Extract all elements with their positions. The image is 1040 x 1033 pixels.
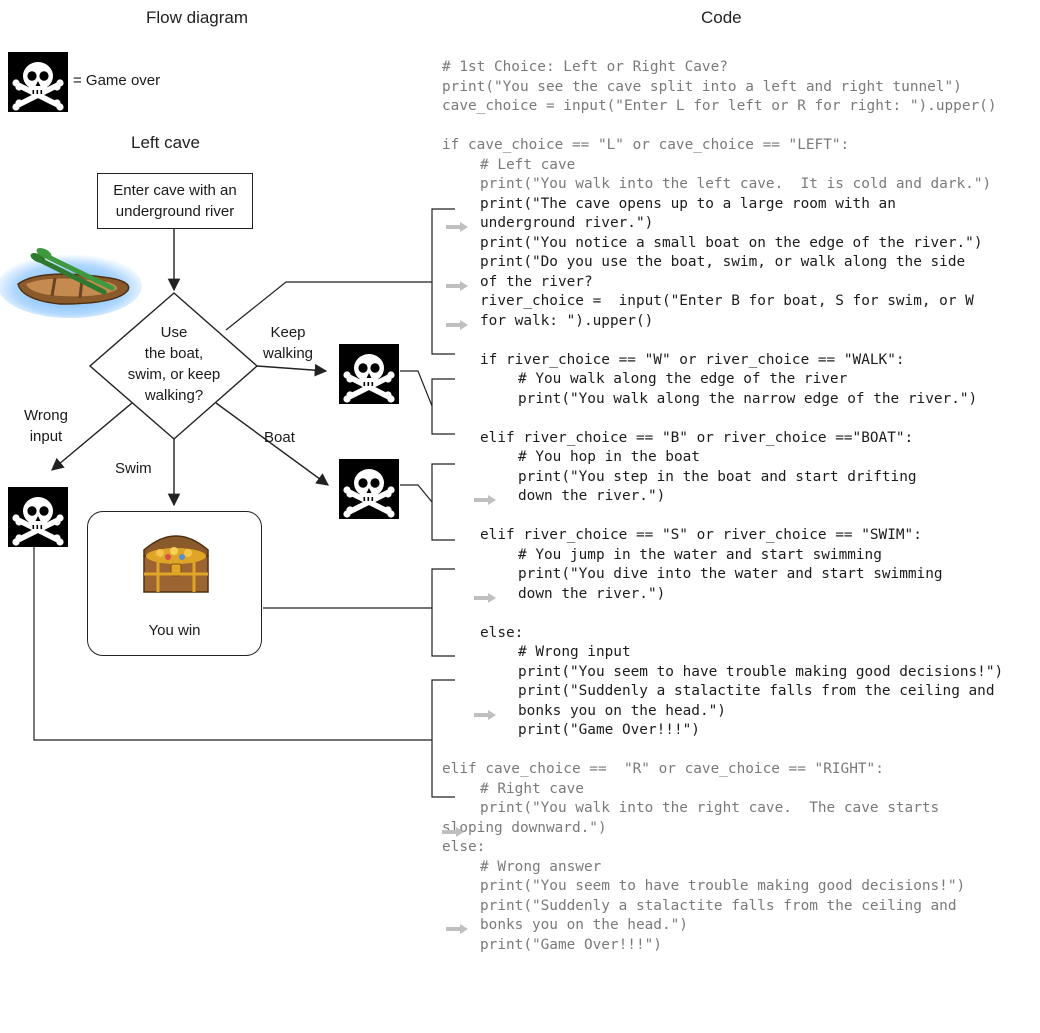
code-line: print("Game Over!!!")	[480, 936, 662, 953]
code-line-continuation: of the river?	[480, 273, 593, 290]
boat-skull-icon	[339, 459, 399, 519]
code-line-continuation: down the river.")	[518, 488, 666, 504]
code-line: elif cave_choice == "R" or cave_choice =…	[442, 761, 884, 777]
keep-walking-line-2: walking	[263, 345, 314, 362]
wrong-input-skull-icon	[8, 487, 68, 547]
decision-line-2: the boat,	[144, 345, 204, 362]
boat-illustration	[0, 238, 145, 318]
code-line: print("Do you use the boat, swim, or wal…	[480, 254, 966, 270]
code-line-continuation: bonks you on the head.")	[518, 702, 726, 719]
code-line: else:	[480, 624, 524, 641]
code-line: print("You dive into the water and start…	[518, 566, 943, 582]
wrap-arrow-icon	[446, 317, 472, 330]
code-line: # 1st Choice: Left or Right Cave?	[442, 59, 728, 75]
legend-skull-icon	[8, 52, 68, 112]
wrong-input-line-2: input	[29, 428, 63, 445]
code-line: else:	[442, 839, 486, 855]
code-line: print("Game Over!!!")	[518, 722, 700, 738]
wrap-arrow-icon	[446, 921, 472, 934]
keep-walking-skull-icon	[339, 344, 399, 404]
code-line: # Wrong answer	[480, 858, 602, 875]
start-box-line-2: underground river	[115, 203, 235, 220]
code-line: print("You see the cave split into a lef…	[442, 78, 962, 95]
swim-label: Swim	[115, 460, 152, 477]
code-line: elif river_choice == "S" or river_choice…	[480, 527, 922, 543]
code-line: # Right cave	[480, 780, 584, 797]
code-line: print("You walk along the narrow edge of…	[518, 390, 978, 407]
code-line: print("You walk into the right cave. The…	[480, 800, 940, 816]
code-line: # You hop in the boat	[518, 449, 700, 465]
code-line: if cave_choice == "L" or cave_choice == …	[442, 137, 850, 153]
code-line: # You jump in the water and start swimmi…	[518, 546, 882, 563]
code-line: river_choice = input("Enter B for boat, …	[480, 293, 974, 309]
code-line: print("Suddenly a stalactite falls from …	[480, 897, 957, 914]
code-line: elif river_choice == "B" or river_choice…	[480, 429, 914, 446]
code-heading: Code	[701, 8, 742, 27]
code-line: # Wrong input	[518, 644, 631, 660]
wrong-input-label: Wrong input	[24, 405, 68, 447]
code-line-continuation: for walk: ").upper()	[480, 312, 654, 329]
wrap-arrow-icon	[474, 492, 500, 505]
left-cave-title: Left cave	[131, 133, 200, 152]
wrap-arrow-icon	[474, 590, 500, 603]
code-line: print("The cave opens up to a large room…	[480, 195, 896, 212]
wrong-input-line-1: Wrong	[24, 407, 68, 424]
win-box: You win	[87, 511, 262, 656]
wrap-arrow-icon	[446, 219, 472, 232]
start-box: Enter cave with an underground river	[97, 173, 253, 229]
wrap-arrow-icon	[442, 824, 468, 837]
decision-line-1: Use	[160, 324, 188, 341]
flow-diagram-heading: Flow diagram	[146, 8, 249, 27]
code-line: print("You seem to have trouble making g…	[480, 878, 966, 894]
code-line: print("You step in the boat and start dr…	[518, 468, 917, 485]
code-line-continuation: down the river.")	[518, 585, 666, 602]
code-line: print("You seem to have trouble making g…	[518, 663, 1004, 680]
code-line: print("You notice a small boat on the ed…	[480, 234, 983, 251]
treasure-chest-illustration	[138, 526, 214, 596]
code-line: print("Suddenly a stalactite falls from …	[518, 683, 995, 699]
code-line-continuation: underground river.")	[480, 215, 654, 231]
legend-game-over-text: = Game over	[73, 72, 161, 89]
keep-walking-line-1: Keep	[270, 324, 306, 341]
wrap-arrow-icon	[474, 707, 500, 720]
code-line: cave_choice = input("Enter L for left or…	[442, 98, 997, 114]
wrap-arrow-icon	[446, 278, 472, 291]
code-line: # Left cave	[480, 156, 576, 173]
code-line: if river_choice == "W" or river_choice =…	[480, 351, 905, 368]
decision-line-3: swim, or keep	[127, 366, 221, 383]
win-label: You win	[148, 622, 201, 639]
boat-label: Boat	[264, 429, 295, 446]
decision-line-4: walking?	[144, 387, 204, 404]
start-box-line-1: Enter cave with an	[113, 182, 237, 199]
keep-walking-label: Keep walking	[263, 322, 313, 364]
code-line: print("You walk into the left cave. It i…	[480, 176, 992, 192]
decision-text: Use the boat, swim, or keep walking?	[104, 322, 244, 406]
code-line-continuation: bonks you on the head.")	[480, 917, 688, 933]
code-line: # You walk along the edge of the river	[518, 371, 848, 387]
